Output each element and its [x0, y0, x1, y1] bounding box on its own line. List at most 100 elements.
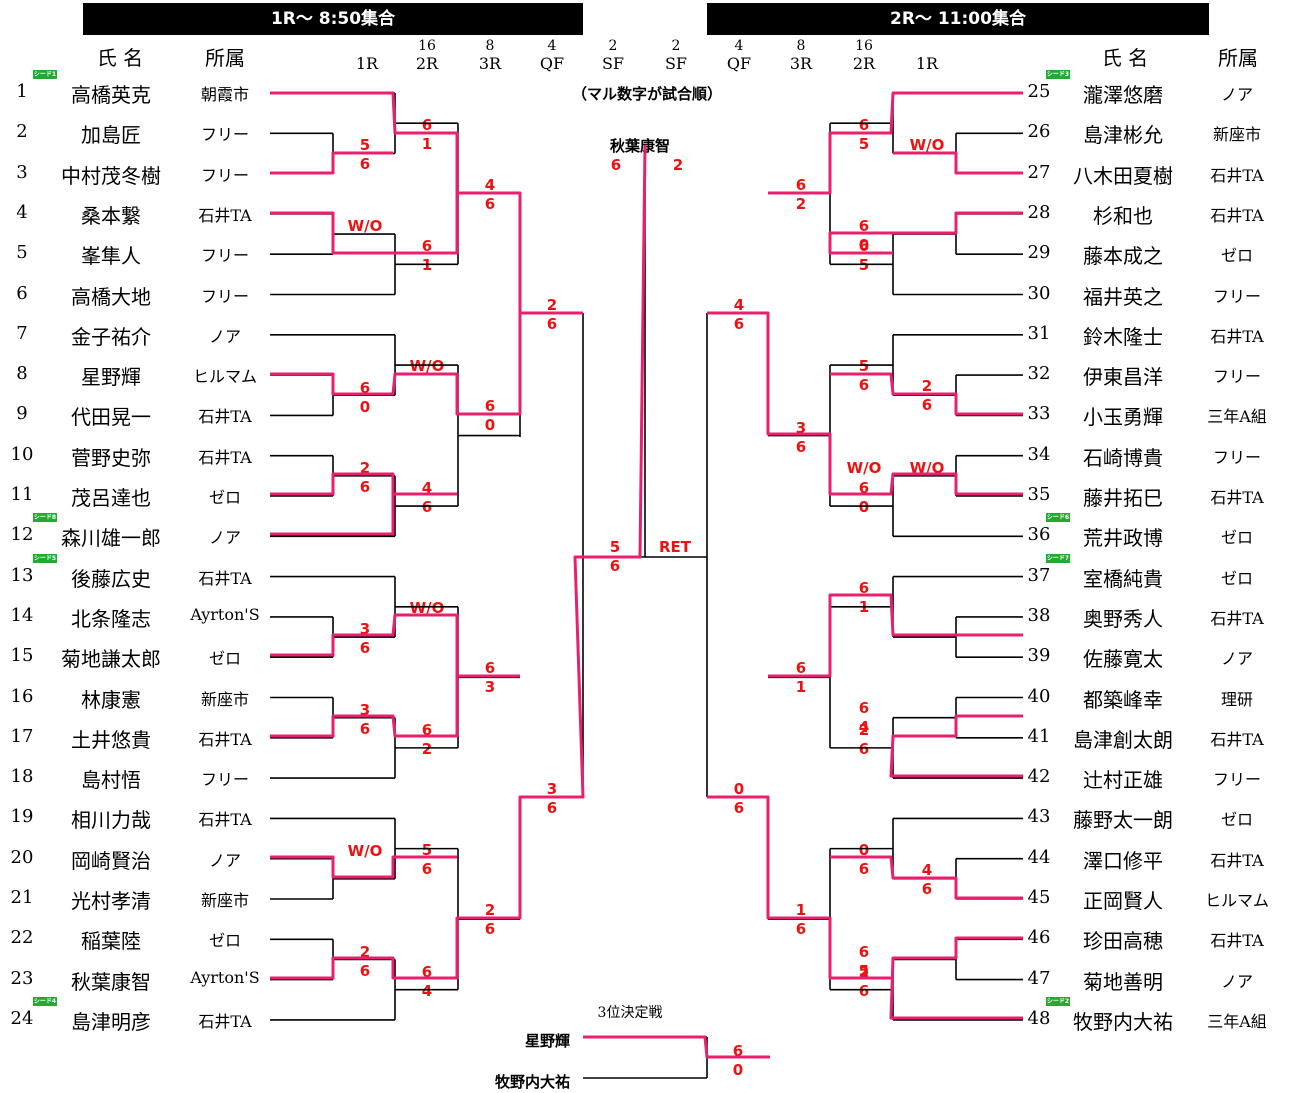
player-affiliation: 新座市 — [200, 891, 249, 910]
match-score: 6 — [858, 116, 870, 134]
player-affiliation: フリー — [200, 165, 249, 185]
player-affiliation: 新座市 — [200, 689, 249, 709]
match-score: 6 — [795, 438, 807, 456]
match-score: 3 — [484, 678, 496, 696]
match-score: 6 — [921, 396, 933, 414]
seed-badge: シード5 — [33, 553, 57, 563]
player-name: 菊地善明 — [1083, 969, 1163, 994]
player-name: 島村悟 — [81, 768, 141, 793]
round-col-label: SF — [601, 54, 625, 73]
player-name: 島津明彦 — [71, 1009, 151, 1034]
player-name: 藤本成之 — [1083, 244, 1163, 269]
match-score: 6 — [858, 237, 870, 255]
match-score: 4 — [921, 861, 933, 879]
champion-score-b: 2 — [672, 156, 684, 174]
player-number: 8 — [16, 363, 28, 385]
match-score: 6 — [733, 315, 745, 333]
match-score: W/O — [909, 136, 945, 154]
player-affiliation: Ayrton'S — [190, 604, 260, 624]
player-affiliation: フリー — [200, 246, 249, 266]
match-score: 2 — [795, 195, 807, 213]
player-affiliation: 石井TA — [198, 205, 252, 225]
match-score: 3 — [359, 701, 371, 719]
player-affiliation: ノア — [1220, 649, 1253, 669]
match-score: 6 — [858, 982, 870, 1000]
player-number: 20 — [10, 846, 34, 868]
match-score: 1 — [421, 135, 433, 153]
player-name: 森川雄一郎 — [61, 526, 161, 551]
round-col-top: 8 — [796, 38, 806, 54]
match-score: 6 — [359, 379, 371, 397]
match-score: 0 — [733, 780, 745, 798]
player-affiliation: ゼロ — [208, 488, 241, 507]
player-affiliation: ノア — [208, 326, 241, 346]
seed-badge: シード1 — [33, 70, 57, 79]
round-col-top: 4 — [734, 38, 744, 54]
winner-path — [270, 494, 395, 536]
match-score: 6 — [484, 920, 496, 938]
player-affiliation: フリー — [1212, 770, 1261, 790]
match-order-note: （マル数字が試合順） — [571, 85, 722, 103]
winner-path — [830, 855, 1023, 900]
winner-path — [893, 151, 1023, 175]
player-affiliation: ゼロ — [1220, 528, 1253, 548]
seed-badge: シード8 — [33, 513, 57, 523]
player-affiliation: ゼロ — [1220, 568, 1253, 588]
match-score: 6 — [858, 699, 870, 717]
left-header: 1R〜 8:50集合 — [83, 3, 583, 35]
player-number: 43 — [1027, 806, 1051, 828]
name-col-header-left: 氏 名 — [96, 46, 144, 70]
player-number: 41 — [1027, 725, 1051, 747]
match-score: 6 — [858, 376, 870, 394]
winner-path — [768, 91, 1023, 195]
player-affiliation: 石井TA — [198, 810, 252, 830]
winner-path — [270, 151, 393, 175]
player-name: 稲葉陸 — [81, 929, 141, 954]
player-affiliation: 石井TA — [1210, 205, 1264, 225]
player-number: 44 — [1027, 846, 1051, 868]
match-score: 4 — [733, 296, 745, 314]
match-score: 6 — [795, 659, 807, 677]
match-score: 6 — [858, 479, 870, 497]
player-number: 21 — [10, 887, 34, 908]
player-affiliation: ノア — [1220, 971, 1253, 991]
player-name: 高橋大地 — [71, 284, 151, 309]
player-name: 岡崎賢治 — [71, 848, 151, 873]
third-place-player-b: 牧野内大祐 — [494, 1073, 570, 1091]
match-score: 6 — [359, 962, 371, 980]
player-affiliation: 石井TA — [1210, 608, 1264, 628]
player-name: 光村孝清 — [71, 889, 151, 913]
player-name: 正岡賢人 — [1083, 889, 1163, 913]
player-name: 林康憲 — [81, 687, 141, 712]
player-number: 23 — [10, 967, 34, 989]
round-col-label: 1R — [915, 54, 939, 73]
match-score: 2 — [858, 963, 870, 981]
player-number: 33 — [1027, 403, 1051, 425]
player-name: 伊東昌洋 — [1083, 365, 1163, 390]
match-score: 2 — [421, 740, 433, 758]
player-number: 39 — [1027, 645, 1051, 667]
match-score: 4 — [484, 176, 496, 194]
winner-path — [270, 193, 459, 255]
match-score: W/O — [409, 357, 445, 375]
winner-path — [270, 472, 457, 496]
player-affiliation: 石井TA — [1210, 326, 1264, 346]
player-name: 荒井政博 — [1083, 526, 1163, 551]
match-score: 5 — [858, 357, 870, 375]
match-score: 6 — [858, 579, 870, 597]
round-col-top: 8 — [485, 38, 495, 54]
third-place-score-b: 0 — [732, 1061, 744, 1079]
match-score: 0 — [359, 398, 371, 416]
player-number: 35 — [1027, 484, 1051, 505]
round-col-label: 2R — [415, 54, 439, 73]
player-name: 八木田夏樹 — [1073, 163, 1173, 188]
winner-path — [270, 613, 520, 678]
player-affiliation: Ayrton'S — [190, 967, 260, 987]
player-name: 後藤広史 — [71, 566, 151, 591]
player-number: 1 — [16, 81, 28, 102]
player-affiliation: ノア — [208, 850, 241, 870]
winner-path — [270, 855, 457, 879]
winner-path — [830, 372, 1023, 416]
match-score: 6 — [484, 195, 496, 213]
match-score: 6 — [421, 721, 433, 739]
